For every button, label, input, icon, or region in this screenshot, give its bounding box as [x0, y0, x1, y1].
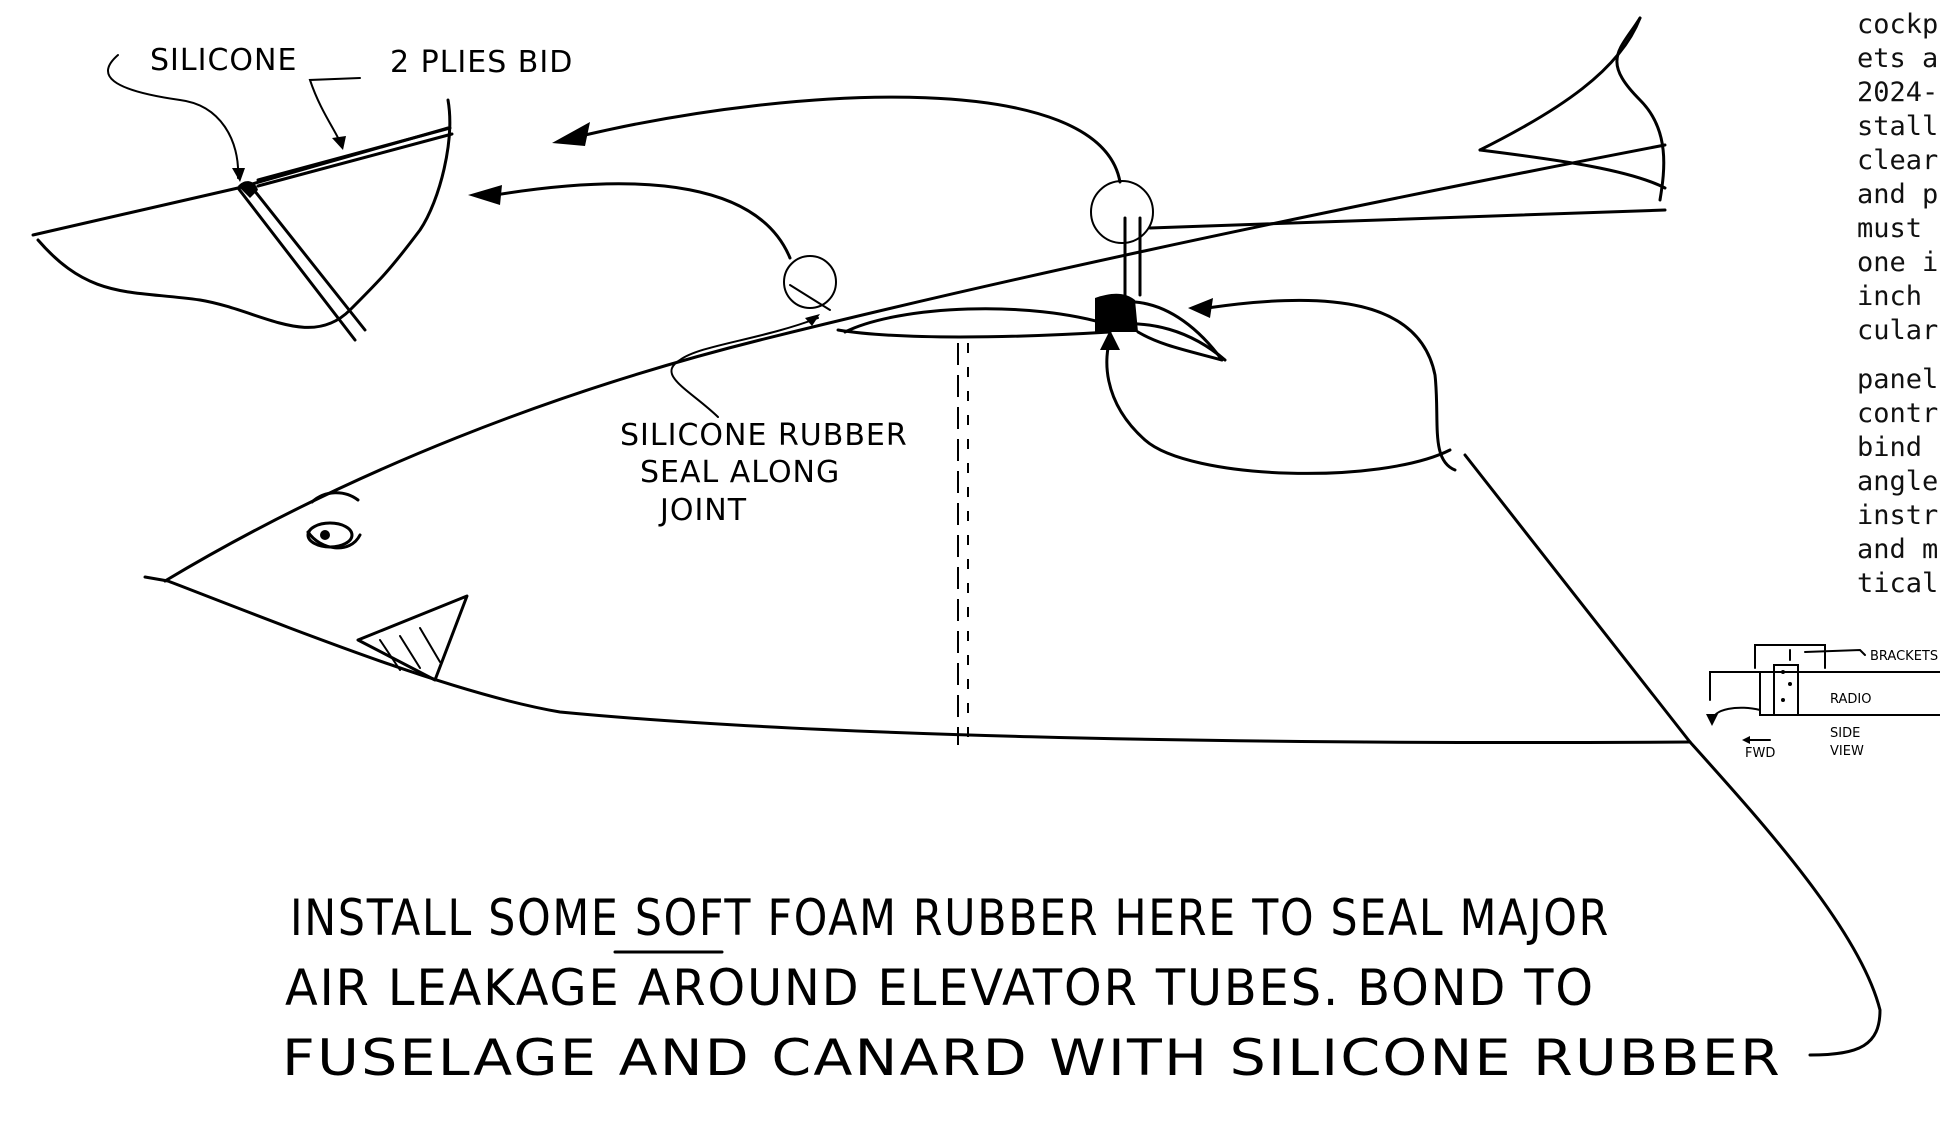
- note-leader-line: [1688, 740, 1882, 1057]
- side-text-line: bind: [1857, 432, 1922, 463]
- side-text-column: cockp ets a 2024- stall clear and p must…: [1857, 9, 1938, 599]
- seal-label-line3: JOINT: [658, 493, 747, 528]
- plies-label: 2 PLIES BID: [390, 45, 573, 80]
- canard-opening: [836, 307, 1227, 362]
- seal-label-line2: SEAL ALONG: [640, 455, 840, 490]
- side-text-line: 2024-: [1857, 77, 1938, 108]
- side-text-line: inch: [1857, 281, 1922, 312]
- radio-side-view-inset: BRACKETS RADIO SIDE VIEW FWD: [1706, 644, 1940, 761]
- inset-radio-label: RADIO: [1830, 692, 1871, 707]
- side-text-line: ets a: [1857, 43, 1938, 74]
- seal-leader-line: [670, 317, 819, 418]
- note-line-3: FUSELAGE AND CANARD WITH SILICONE RUBBER: [282, 1029, 1782, 1087]
- side-text-line: panel: [1857, 364, 1938, 395]
- bulkhead-dashes: [957, 343, 969, 745]
- joint-detail-sketch: [31, 54, 454, 342]
- fuselage-outline: [143, 143, 1692, 745]
- side-text-line: cockp: [1857, 9, 1938, 40]
- side-text-line: contr: [1857, 398, 1938, 429]
- side-text-line: and p: [1857, 179, 1938, 210]
- side-text-line: stall: [1857, 111, 1938, 142]
- joint-circle-right: [1090, 180, 1154, 244]
- side-text-line: cular: [1857, 315, 1938, 346]
- seal-label-line1: SILICONE RUBBER: [620, 418, 908, 453]
- silicone-label: SILICONE: [150, 43, 297, 78]
- inset-view-label: VIEW: [1830, 744, 1864, 759]
- side-text-line: and m: [1857, 534, 1938, 565]
- side-text-line: tical: [1857, 568, 1938, 599]
- shark-face: [306, 491, 469, 682]
- side-text-line: one i: [1857, 247, 1938, 278]
- side-text-line: clear: [1857, 145, 1938, 176]
- note-line-2: AIR LEAKAGE AROUND ELEVATOR TUBES. BOND …: [285, 959, 1595, 1017]
- inset-fwd-label: FWD: [1745, 746, 1775, 761]
- canard-wing: [1148, 16, 1667, 230]
- elevator-tube-assembly: [1095, 216, 1224, 362]
- inset-side-label: SIDE: [1830, 726, 1860, 741]
- note-line-1: INSTALL SOME SOFT FOAM RUBBER HERE TO SE…: [290, 889, 1610, 947]
- inset-brackets-label: BRACKETS: [1870, 649, 1938, 664]
- foam-arrow-loop: [1100, 298, 1457, 475]
- side-text-line: instr: [1857, 500, 1938, 531]
- side-text-line: angle: [1857, 466, 1938, 497]
- side-text-line: must: [1857, 213, 1922, 244]
- callout-arrows: [468, 95, 1122, 260]
- joint-circle-left: [783, 255, 837, 309]
